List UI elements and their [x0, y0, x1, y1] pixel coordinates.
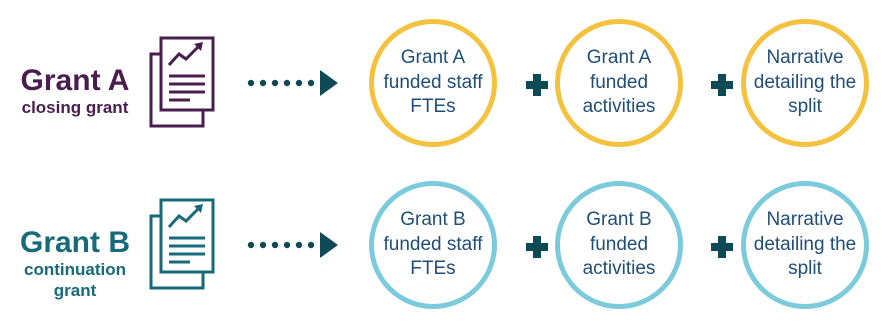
- plus-icon: [711, 236, 733, 258]
- plus-icon: [526, 74, 548, 96]
- grant-a-narrative-circle: Narrative detailing the split: [741, 19, 869, 147]
- grant-a-name: Grant A: [20, 64, 130, 97]
- grant-b-activities-circle: Grant B funded activities: [555, 181, 683, 309]
- grant-b-narrative-circle: Narrative detailing the split: [741, 181, 869, 309]
- grant-a-staff-label: Grant A funded staff FTEs: [383, 46, 483, 118]
- grant-a-activities-circle: Grant A funded activities: [555, 19, 683, 147]
- grant-a-title: Grant A closing grant: [0, 64, 150, 118]
- grant-a-staff-circle: Grant A funded staff FTEs: [369, 19, 497, 147]
- document-chart-icon: [149, 36, 215, 128]
- plus-icon: [711, 74, 733, 96]
- plus-icon: [526, 236, 548, 258]
- grant-a-narrative-label: Narrative detailing the split: [753, 46, 857, 118]
- grant-a-subtitle: closing grant: [21, 98, 129, 117]
- grant-b-row: Grant B continuation grant Grant B funde…: [0, 170, 886, 320]
- grant-b-staff-label: Grant B funded staff FTEs: [383, 208, 483, 280]
- grant-b-activities-label: Grant B funded activities: [582, 208, 656, 280]
- grant-b-narrative-label: Narrative detailing the split: [753, 208, 857, 280]
- grant-b-title: Grant B continuation grant: [0, 226, 150, 302]
- grant-b-name: Grant B: [19, 226, 130, 259]
- grant-b-subtitle: continuation grant: [24, 260, 126, 301]
- grant-b-staff-circle: Grant B funded staff FTEs: [369, 181, 497, 309]
- document-chart-icon: [149, 198, 215, 290]
- grant-a-row: Grant A closing grant Grant A funded sta…: [0, 8, 886, 158]
- grant-a-activities-label: Grant A funded activities: [582, 46, 656, 118]
- dotted-arrow-icon: [247, 70, 338, 96]
- dotted-arrow-icon: [247, 232, 338, 258]
